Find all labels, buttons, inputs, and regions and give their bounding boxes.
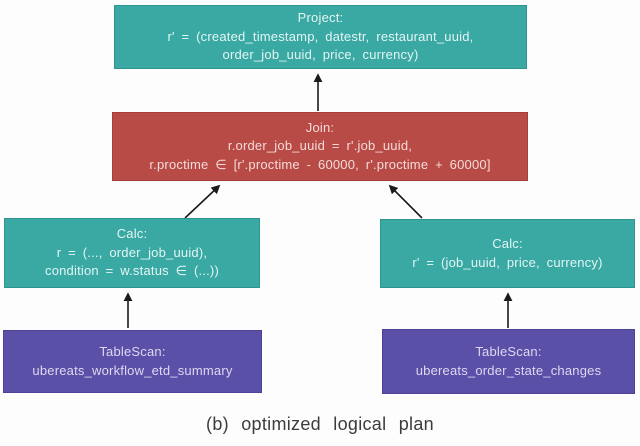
node-join-line1: r.order_job_uuid = r'.job_uuid, — [227, 138, 413, 154]
node-calc-left-title: Calc: — [116, 226, 148, 242]
node-project-line1: r' = (created_timestamp, datestr, restau… — [167, 28, 474, 44]
node-project-line2: order_job_uuid, price, currency) — [222, 47, 419, 63]
node-project: Project: r' = (created_timestamp, datest… — [114, 5, 527, 69]
arrow-calc-left-to-join — [184, 184, 221, 219]
node-join: Join: r.order_job_uuid = r'.job_uuid, r.… — [112, 112, 528, 181]
node-project-title: Project: — [297, 10, 344, 26]
node-calc-left-line1: r = (..., order_job_uuid), — [56, 244, 208, 260]
node-tablescan-right-line1: ubereats_order_state_changes — [415, 362, 602, 378]
diagram-caption: (b) optimized logical plan — [206, 414, 434, 434]
node-tablescan-left: TableScan: ubereats_workflow_etd_summary — [3, 330, 262, 393]
node-calc-right: Calc: r' = (job_uuid, price, currency) — [380, 219, 635, 288]
node-tablescan-left-line1: ubereats_workflow_etd_summary — [32, 362, 233, 378]
node-calc-left-line2: condition = w.status ∈ (...)) — [45, 263, 219, 279]
node-join-line2: r.proctime ∈ [r'.proctime - 60000, r'.pr… — [149, 156, 491, 172]
node-tablescan-right: TableScan: ubereats_order_state_changes — [382, 329, 635, 394]
node-tablescan-left-title: TableScan: — [99, 344, 166, 359]
node-calc-right-line1: r' = (job_uuid, price, currency) — [412, 254, 603, 270]
arrow-calc-right-to-join — [388, 184, 423, 219]
node-tablescan-right-title: TableScan: — [475, 344, 542, 359]
node-calc-right-title: Calc: — [492, 236, 523, 251]
node-join-title: Join: — [305, 119, 335, 135]
node-calc-left: Calc: r = (..., order_job_uuid), conditi… — [4, 218, 260, 288]
